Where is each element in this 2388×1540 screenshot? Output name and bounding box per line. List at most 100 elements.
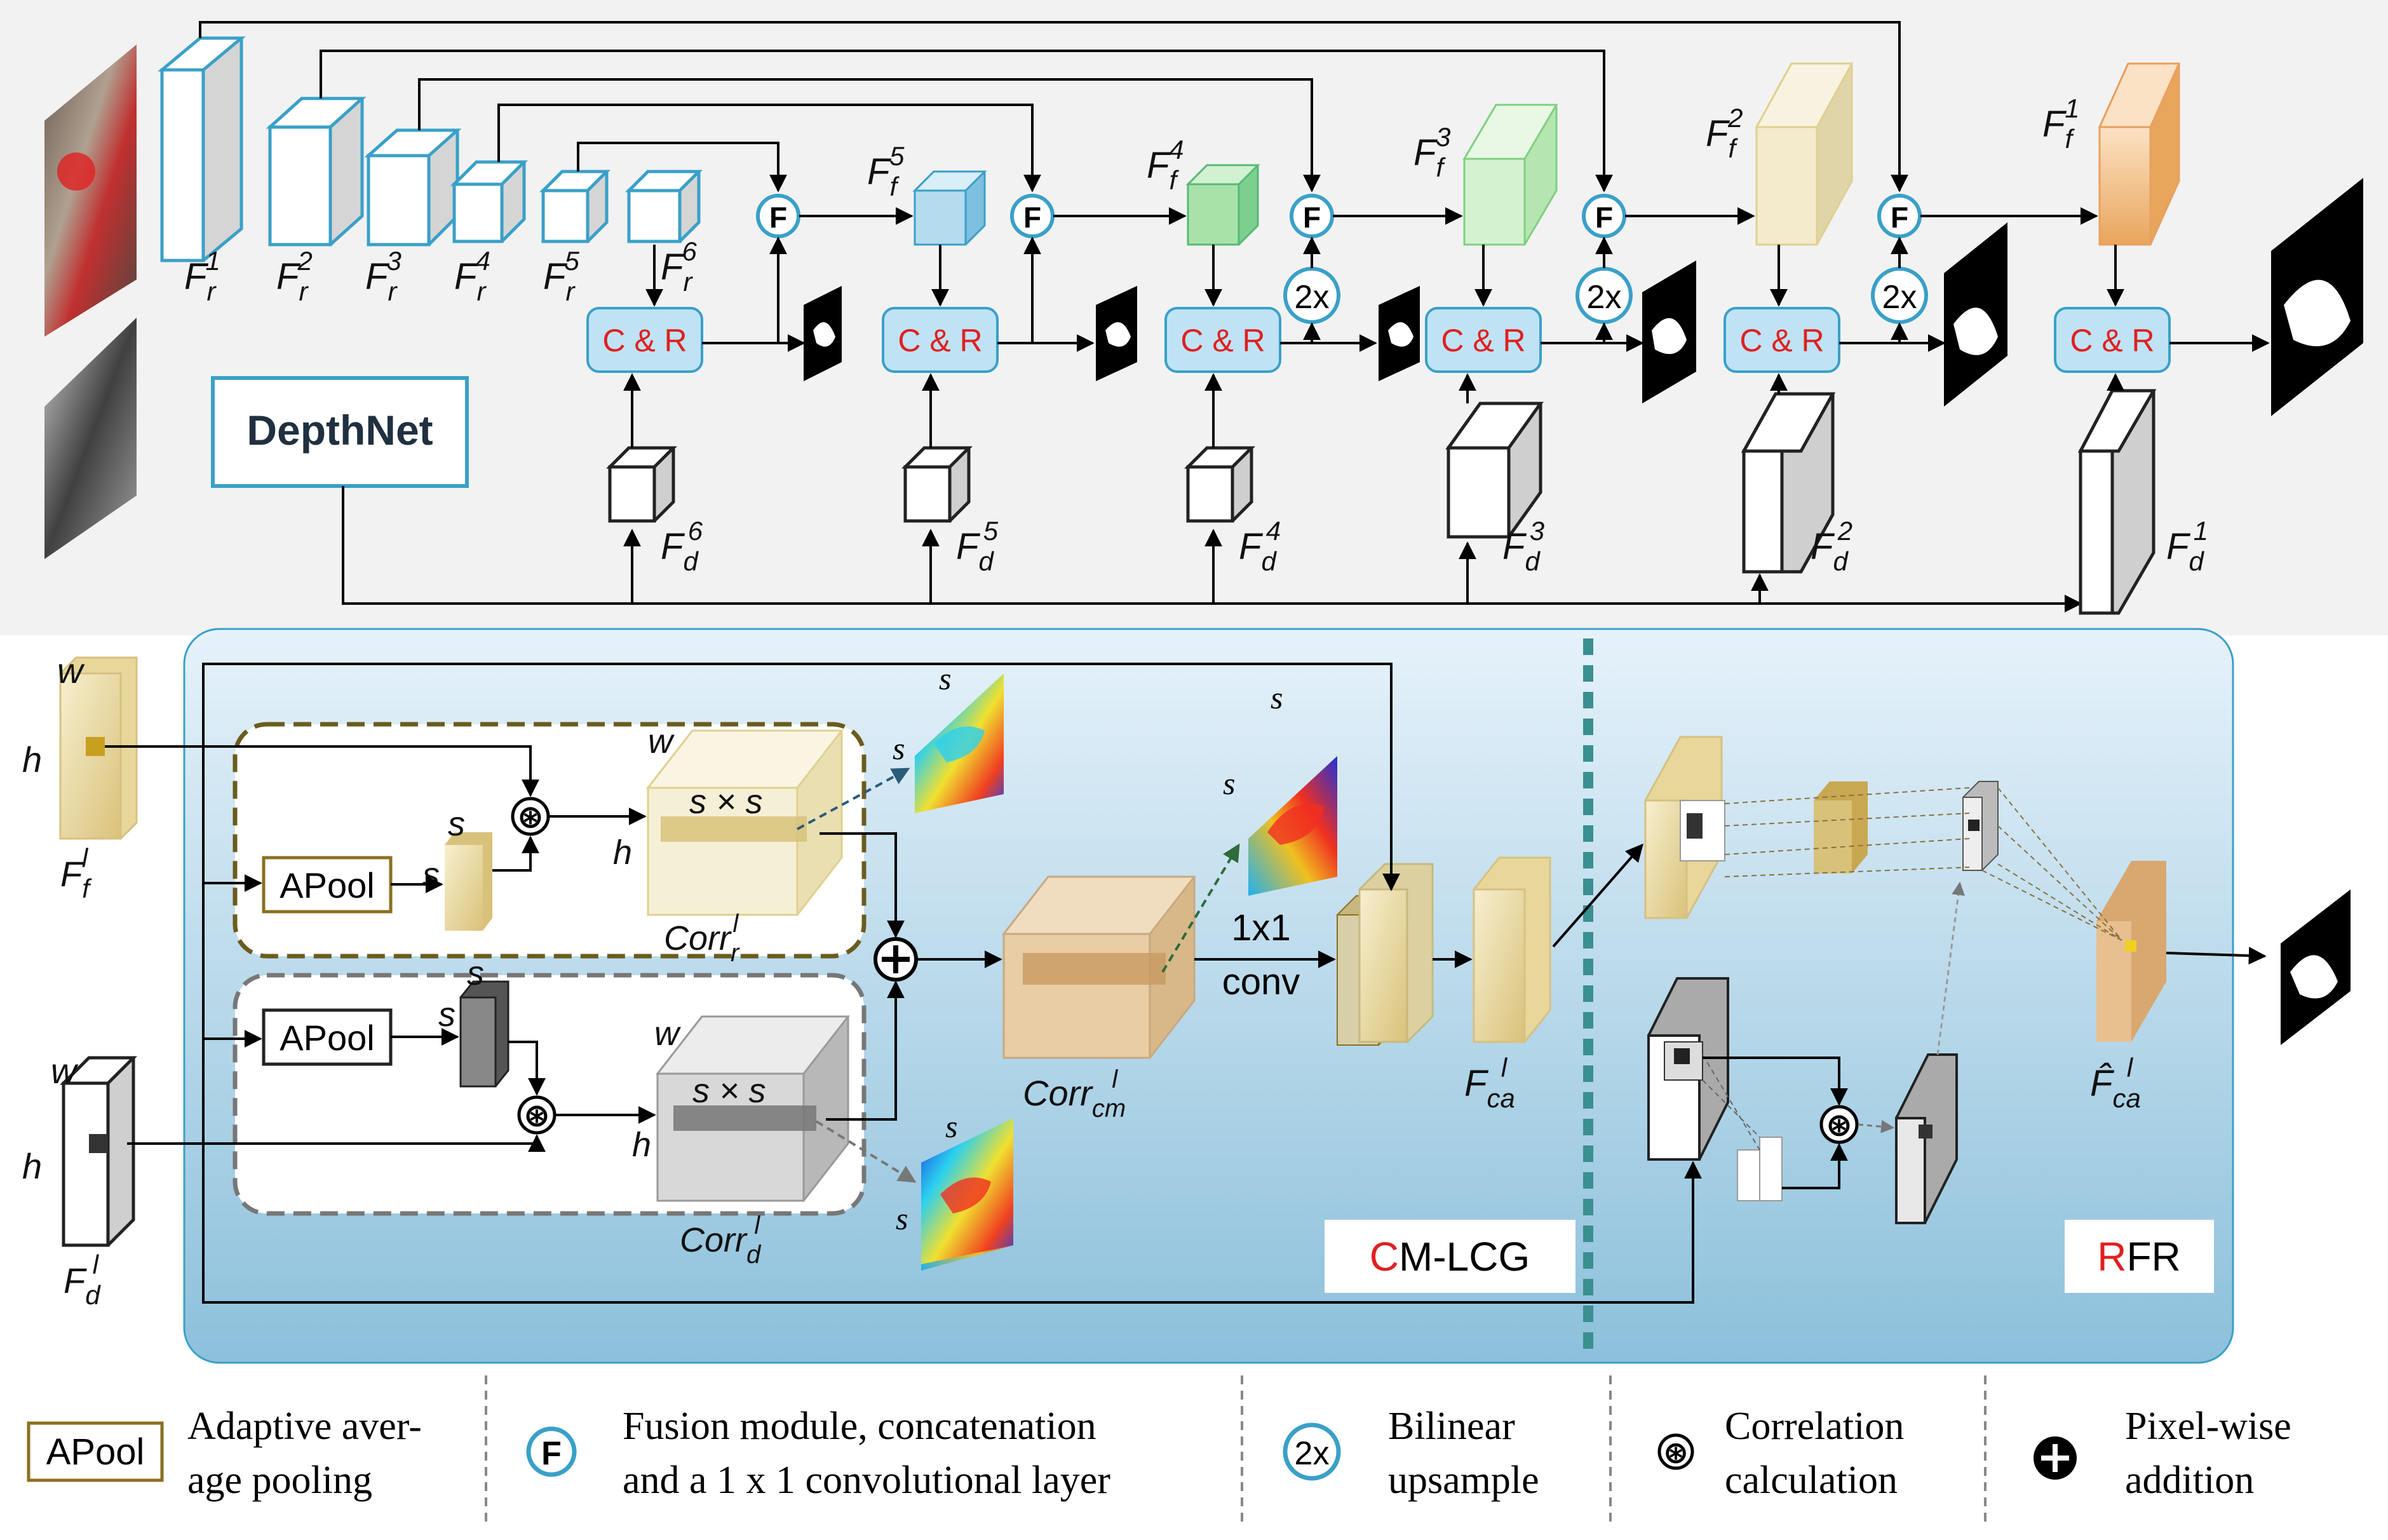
heatmap-rgb: s s (893, 661, 1004, 813)
feature-block-ffl (59, 656, 138, 840)
cr-modules: C & R C & R C & R C & R C & R C & R (586, 307, 2171, 373)
label-corr-cm: Corrcml (1023, 1065, 1126, 1123)
cr-label: C & R (1180, 323, 1265, 358)
cr-module-4: C & R (1164, 307, 1281, 373)
svg-text:APool: APool (280, 1018, 374, 1058)
rfr-kernel-block (1962, 781, 1999, 871)
dim-h-ff: h (22, 740, 42, 780)
svg-text:addition: addition (2125, 1459, 2254, 1502)
rfr-small-stack (1737, 1137, 1783, 1201)
dim-h-fd: h (22, 1146, 42, 1186)
label-ffl: Ffl (60, 843, 92, 903)
feature-block-fr3 (364, 128, 462, 247)
svg-text:upsample: upsample (1388, 1459, 1539, 1502)
legend-addition: Pixel-wise addition (2034, 1405, 2291, 1502)
label-fd2: Fd2 (1811, 516, 1852, 576)
dashed-arrow-rfr-kernel (1936, 881, 1965, 1055)
saliency-map-2 (1944, 222, 2007, 407)
dim-s-heat-rgb-top: s (939, 661, 951, 696)
heatmap-depth: s s (896, 1109, 1013, 1271)
corr-op-depth: ⊛ (517, 1095, 557, 1135)
label-ff4: Ff4 (1147, 135, 1184, 195)
feature-block-fr4 (450, 160, 529, 243)
depthnet-box: DepthNet (211, 376, 469, 488)
depthnet-label: DepthNet (246, 407, 433, 454)
dim-w-corr-r: w (648, 722, 675, 760)
feature-block-fr5 (539, 170, 611, 243)
svg-text:RFR: RFR (2097, 1234, 2181, 1280)
rfr-mid-block (1814, 781, 1868, 874)
svg-text:F: F (1023, 201, 1041, 234)
cmlcg-tag: CM-LCG (1325, 1220, 1575, 1293)
svg-text:F: F (769, 201, 787, 234)
panel-arrows (105, 663, 2267, 1304)
cr-module-5: C & R (882, 307, 999, 373)
svg-text:2x: 2x (1295, 279, 1330, 316)
svg-text:F: F (1303, 201, 1321, 234)
svg-text:Pixel-wise: Pixel-wise (2125, 1405, 2291, 1448)
label-corr-d: Corrdl (680, 1212, 762, 1269)
feature-block-ff3 (1462, 104, 1558, 246)
cr-label: C & R (1441, 323, 1525, 358)
decoder-arrows (623, 207, 2270, 448)
label-fca-hat: F̂cal (2090, 1053, 2141, 1113)
label-fd4: Fd4 (1239, 516, 1281, 576)
fusion-circle-4: F (1582, 194, 1626, 238)
rgb-feature-labels: Fr1 Fr2 Fr3 Fr4 Fr5 Fr6 (184, 236, 697, 306)
fusion-circle-2: F (1010, 194, 1055, 238)
corr-d-cube (655, 1015, 851, 1202)
depth-encoder (605, 389, 2157, 615)
corr-cm-cube (1001, 875, 1197, 1059)
svg-text:APool: APool (46, 1431, 145, 1473)
feature-block-ff5 (912, 170, 987, 246)
cr-label: C & R (2070, 323, 2154, 358)
corr-op-rgb: ⊛ (511, 797, 550, 836)
svg-text:age pooling: age pooling (187, 1459, 372, 1502)
dim-s-heat-cm-side: s (1223, 766, 1235, 801)
label-fd5: Fd5 (956, 516, 999, 576)
cr-module-6: C & R (586, 307, 703, 373)
fused-features (912, 62, 2181, 246)
fusion-circle-3: F (1290, 194, 1334, 238)
feature-block-fr2 (266, 97, 367, 247)
depth-bus (342, 486, 2096, 612)
feature-block-fd3 (1445, 402, 1544, 539)
dashed-arrow-rgb-heatmap (797, 767, 910, 830)
dim-sxs-corr-d: s × s (692, 1072, 766, 1110)
feature-block-ff2 (1755, 62, 1854, 246)
cr-label: C & R (898, 323, 982, 358)
dim-s-1: s (448, 805, 465, 843)
dim-w-corr-d: w (654, 1015, 681, 1053)
conv-label-1: 1x1 (1231, 907, 1291, 949)
dim-sxs-corr-r: s × s (689, 783, 763, 821)
feature-block-fca (1473, 856, 1551, 1043)
apool-box-rgb: APool (262, 856, 393, 914)
dim-s-3: s (467, 954, 484, 992)
dim-s-heat-depth-side: s (896, 1201, 908, 1236)
rfr-output-block (1895, 1053, 1958, 1224)
corr-r-cube (645, 729, 844, 916)
label-fca: Fcal (1464, 1053, 1515, 1113)
apool-box-depth: APool (262, 1008, 393, 1066)
feature-block-fd2 (1741, 392, 1836, 574)
module-output-map (2281, 889, 2351, 1045)
feature-block-fca-hat (2096, 861, 2166, 1042)
depth-input-image (44, 318, 137, 559)
upsample-circle-1: 2x (1283, 267, 1340, 324)
cr-label: C & R (1739, 323, 1824, 358)
dashed-arrow-rfr-corr (1858, 1119, 1895, 1133)
legend-upsample: 2x Bilinear upsample (1283, 1405, 1539, 1502)
rgb-encoder (158, 36, 703, 262)
dim-h-corr-d: h (632, 1126, 651, 1164)
depth-feature-labels: Fd6 Fd5 Fd4 Fd3 Fd2 Fd1 (661, 516, 2208, 576)
label-fr4: Fr4 (454, 246, 490, 306)
conv-label-2: conv (1222, 961, 1300, 1003)
svg-text:CM-LCG: CM-LCG (1370, 1234, 1530, 1280)
dim-s-4: s (438, 996, 455, 1034)
feature-block-fr1 (158, 36, 246, 262)
legend-apool: APool Adaptive aver- age pooling (27, 1405, 422, 1502)
svg-text:calculation: calculation (1725, 1459, 1898, 1502)
svg-text:2x: 2x (1295, 1435, 1330, 1472)
rgb-input-image (44, 44, 137, 337)
